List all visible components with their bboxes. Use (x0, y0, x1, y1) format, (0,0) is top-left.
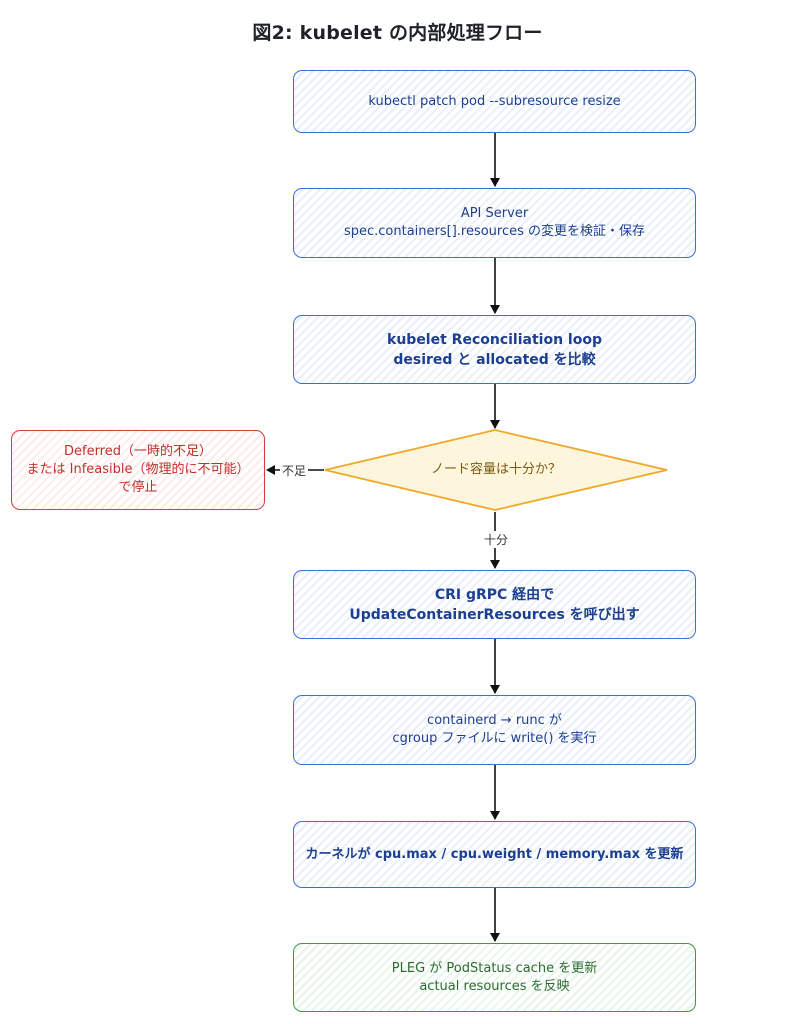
api-server-node: API Server spec.containers[].resources の… (293, 188, 696, 258)
cri-line1: CRI gRPC 経由で (434, 586, 555, 603)
cri-grpc-node: CRI gRPC 経由で UpdateContainerResources を呼… (293, 570, 696, 639)
deferred-infeasible-node: Deferred（一時的不足） または Infeasible（物理的に不可能） … (11, 430, 265, 510)
kubelet-line1: kubelet Reconciliation loop (387, 331, 602, 348)
kubelet-line2: desired と allocated を比較 (393, 351, 596, 368)
pleg-cache-node: PLEG が PodStatus cache を更新 actual resour… (293, 943, 696, 1012)
kernel-update-node: カーネルが cpu.max / cpu.weight / memory.max … (293, 821, 696, 888)
containerd-line1: containerd → runc が (427, 713, 562, 728)
kubectl-patch-node: kubectl patch pod --subresource resize (293, 70, 696, 133)
pleg-line1: PLEG が PodStatus cache を更新 (391, 960, 598, 976)
insufficient-edge-label: 不足 (280, 462, 309, 479)
containerd-runc-node: containerd → runc が cgroup ファイルに write()… (293, 695, 696, 765)
kubelet-reconciliation-node: kubelet Reconciliation loop desired と al… (293, 315, 696, 384)
capacity-decision-diamond (324, 429, 668, 511)
deferred-line2: または Infeasible（物理的に不可能） (26, 462, 250, 477)
kernel-line1: カーネルが cpu.max / cpu.weight / memory.max … (305, 846, 684, 862)
containerd-line2: cgroup ファイルに write() を実行 (392, 731, 597, 746)
deferred-line1: Deferred（一時的不足） (63, 444, 212, 459)
pleg-line2: actual resources を反映 (419, 978, 570, 994)
sufficient-edge-label: 十分 (482, 531, 511, 548)
api-server-line2: spec.containers[].resources の変更を検証・保存 (343, 224, 646, 239)
diagram-title: 図2: kubelet の内部処理フロー (252, 22, 543, 44)
deferred-line3: で停止 (118, 480, 158, 495)
api-server-line1: API Server (460, 206, 529, 221)
capacity-decision-text: ノード容量は十分か？ (430, 462, 561, 477)
kubectl-patch-text: kubectl patch pod --subresource resize (368, 93, 621, 109)
cri-line2: UpdateContainerResources を呼び出す (349, 606, 640, 623)
